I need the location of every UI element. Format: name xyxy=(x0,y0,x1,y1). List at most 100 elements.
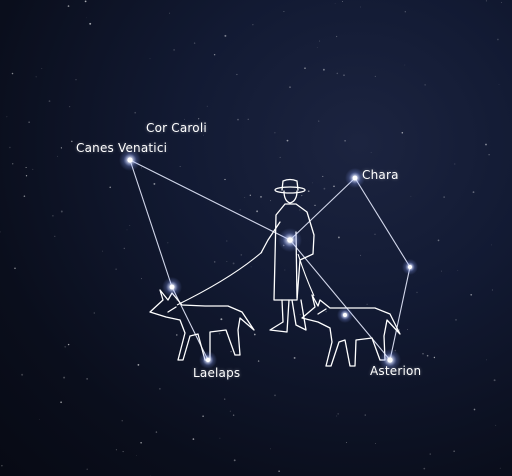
background-star xyxy=(333,185,335,188)
background-star xyxy=(84,0,87,3)
background-star xyxy=(366,303,368,305)
background-star xyxy=(252,24,254,26)
background-star xyxy=(54,235,56,237)
background-star xyxy=(213,53,216,56)
background-star xyxy=(422,353,424,355)
line-chara-to-east xyxy=(354,177,411,268)
background-star xyxy=(230,351,232,353)
background-star xyxy=(203,128,205,130)
background-star xyxy=(115,449,117,451)
leashes xyxy=(176,251,315,306)
background-star xyxy=(153,182,156,185)
background-star xyxy=(219,437,221,439)
background-star xyxy=(41,68,43,69)
background-star xyxy=(141,278,142,280)
background-star xyxy=(93,312,95,314)
background-star xyxy=(293,356,296,359)
background-star xyxy=(284,269,286,271)
head xyxy=(283,190,298,204)
background-star xyxy=(289,86,291,89)
background-star xyxy=(67,343,70,346)
hunter-figure xyxy=(260,178,315,333)
background-star xyxy=(495,424,497,426)
constellation-stars xyxy=(119,149,418,371)
leg-right xyxy=(291,299,307,331)
star-laelaps-tail xyxy=(199,351,217,369)
background-star xyxy=(86,378,88,380)
background-star xyxy=(179,166,181,167)
background-star xyxy=(270,200,271,202)
background-star xyxy=(140,442,142,444)
star-chara xyxy=(345,168,365,188)
background-star xyxy=(423,467,426,470)
background-star xyxy=(301,195,303,197)
background-star xyxy=(126,229,128,231)
background-star xyxy=(299,313,301,316)
background-star xyxy=(323,187,326,190)
background-star xyxy=(455,319,457,321)
background-star xyxy=(344,139,346,142)
background-star xyxy=(407,329,408,330)
background-star xyxy=(240,254,243,256)
background-star xyxy=(493,379,496,382)
background-star xyxy=(360,254,362,256)
background-star xyxy=(226,240,228,242)
background-star xyxy=(11,163,14,165)
background-star xyxy=(1,464,3,467)
laelaps-outline xyxy=(149,289,255,361)
background-star xyxy=(426,354,429,357)
background-star xyxy=(244,197,246,198)
background-star xyxy=(485,143,487,146)
background-star xyxy=(0,231,1,233)
background-star xyxy=(336,72,339,75)
hat-crown xyxy=(281,178,299,191)
background-star xyxy=(233,459,236,462)
background-star xyxy=(343,74,345,76)
background-star xyxy=(25,166,27,169)
background-star xyxy=(101,250,104,252)
background-star xyxy=(260,196,262,198)
coat xyxy=(273,203,315,301)
constellation-lines xyxy=(129,159,411,361)
background-star xyxy=(336,415,338,417)
background-star xyxy=(192,438,195,440)
background-star xyxy=(9,146,11,149)
background-star xyxy=(75,79,77,81)
asterion-outline xyxy=(301,294,401,367)
background-star xyxy=(52,214,54,217)
background-star xyxy=(176,334,178,336)
background-star xyxy=(304,67,306,69)
background-star xyxy=(429,453,431,455)
line-center-to-chara xyxy=(289,177,356,241)
background-star xyxy=(206,105,208,107)
background-star xyxy=(184,118,185,120)
background-star xyxy=(168,12,170,14)
star-east xyxy=(402,259,418,275)
background-star xyxy=(360,6,362,8)
background-star xyxy=(274,132,276,134)
background-star xyxy=(129,225,131,227)
background-star xyxy=(274,394,276,397)
background-star xyxy=(224,34,227,37)
background-star xyxy=(486,359,487,361)
background-star xyxy=(346,441,348,443)
background-star xyxy=(57,155,59,157)
background-star xyxy=(322,175,324,177)
background-star xyxy=(137,364,140,366)
background-star xyxy=(283,10,285,13)
background-star xyxy=(470,293,473,296)
background-star xyxy=(337,236,340,239)
background-star xyxy=(236,73,238,76)
background-star xyxy=(32,168,34,170)
laelaps-collar xyxy=(167,306,177,313)
background-star xyxy=(193,42,196,44)
background-star xyxy=(95,144,96,146)
background-star xyxy=(60,147,63,149)
line-canes-to-laelaps xyxy=(129,159,173,288)
background-star xyxy=(35,76,37,78)
background-star xyxy=(224,178,226,181)
label-chara: Chara xyxy=(362,168,399,182)
background-star xyxy=(325,311,327,313)
line-canes-to-center xyxy=(129,159,291,241)
